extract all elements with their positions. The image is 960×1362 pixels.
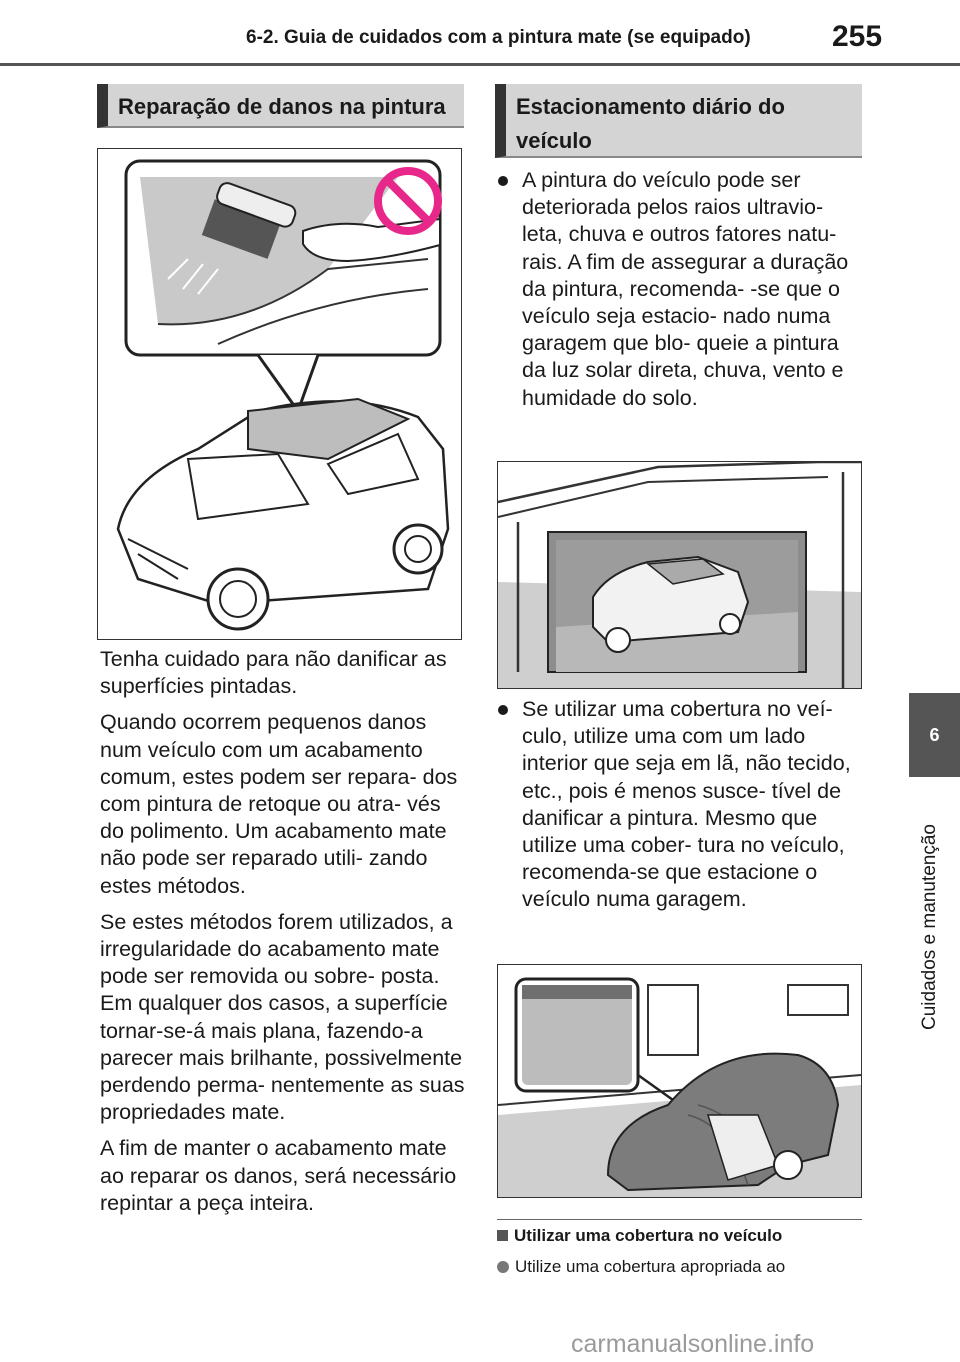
subsection-heading: Utilizar uma cobertura no veículo — [497, 1226, 782, 1246]
bullet-text: Se utilizar uma cobertura no veí- culo, … — [522, 697, 851, 912]
section-heading-paint-repair: Reparação de danos na pintura — [97, 84, 464, 128]
figure-brush-warning — [97, 148, 462, 640]
paragraph: Tenha cuidado para não danificar as supe… — [100, 647, 447, 699]
header-rule — [0, 63, 960, 66]
bullet-item: A pintura do veículo pode ser deteriorad… — [498, 167, 867, 412]
left-column-text: Tenha cuidado para não danificar as supe… — [100, 646, 470, 1226]
prohibited-sign-icon — [374, 167, 442, 235]
paragraph: Se estes métodos forem utilizados, a irr… — [100, 909, 465, 1125]
paragraph: A fim de manter o acabamento mate ao rep… — [100, 1136, 457, 1215]
running-header: 6-2. Guia de cuidados com a pintura mate… — [246, 27, 751, 48]
subsection-item: Utilize uma cobertura apropriada ao — [497, 1257, 785, 1277]
bullet-dot-icon — [498, 176, 508, 186]
page-number: 255 — [832, 20, 883, 53]
subsection-rule — [497, 1219, 862, 1220]
subsection-item-text: Utilize uma cobertura apropriada ao — [515, 1257, 786, 1276]
chapter-tab: 6 — [909, 693, 960, 777]
section-heading-daily-parking: Estacionamento diário do veículo — [495, 84, 862, 158]
circle-bullet-icon — [497, 1261, 509, 1273]
chapter-label: Cuidados e manutenção — [915, 790, 943, 1030]
bullet-item: Se utilizar uma cobertura no veí- culo, … — [498, 696, 867, 914]
figure-car-cover — [497, 964, 862, 1198]
bullet-text: A pintura do veículo pode ser deteriorad… — [522, 168, 849, 410]
subsection-heading-text: Utilizar uma cobertura no veículo — [514, 1226, 783, 1245]
figure-garage — [497, 461, 862, 689]
bullet-dot-icon — [498, 705, 508, 715]
paragraph: Quando ocorrem pequenos danos num veícul… — [100, 710, 458, 898]
watermark: carmanualsonline.info — [571, 1330, 815, 1358]
square-bullet-icon — [497, 1230, 508, 1241]
chapter-label-text: Cuidados e manutenção — [919, 824, 940, 1030]
